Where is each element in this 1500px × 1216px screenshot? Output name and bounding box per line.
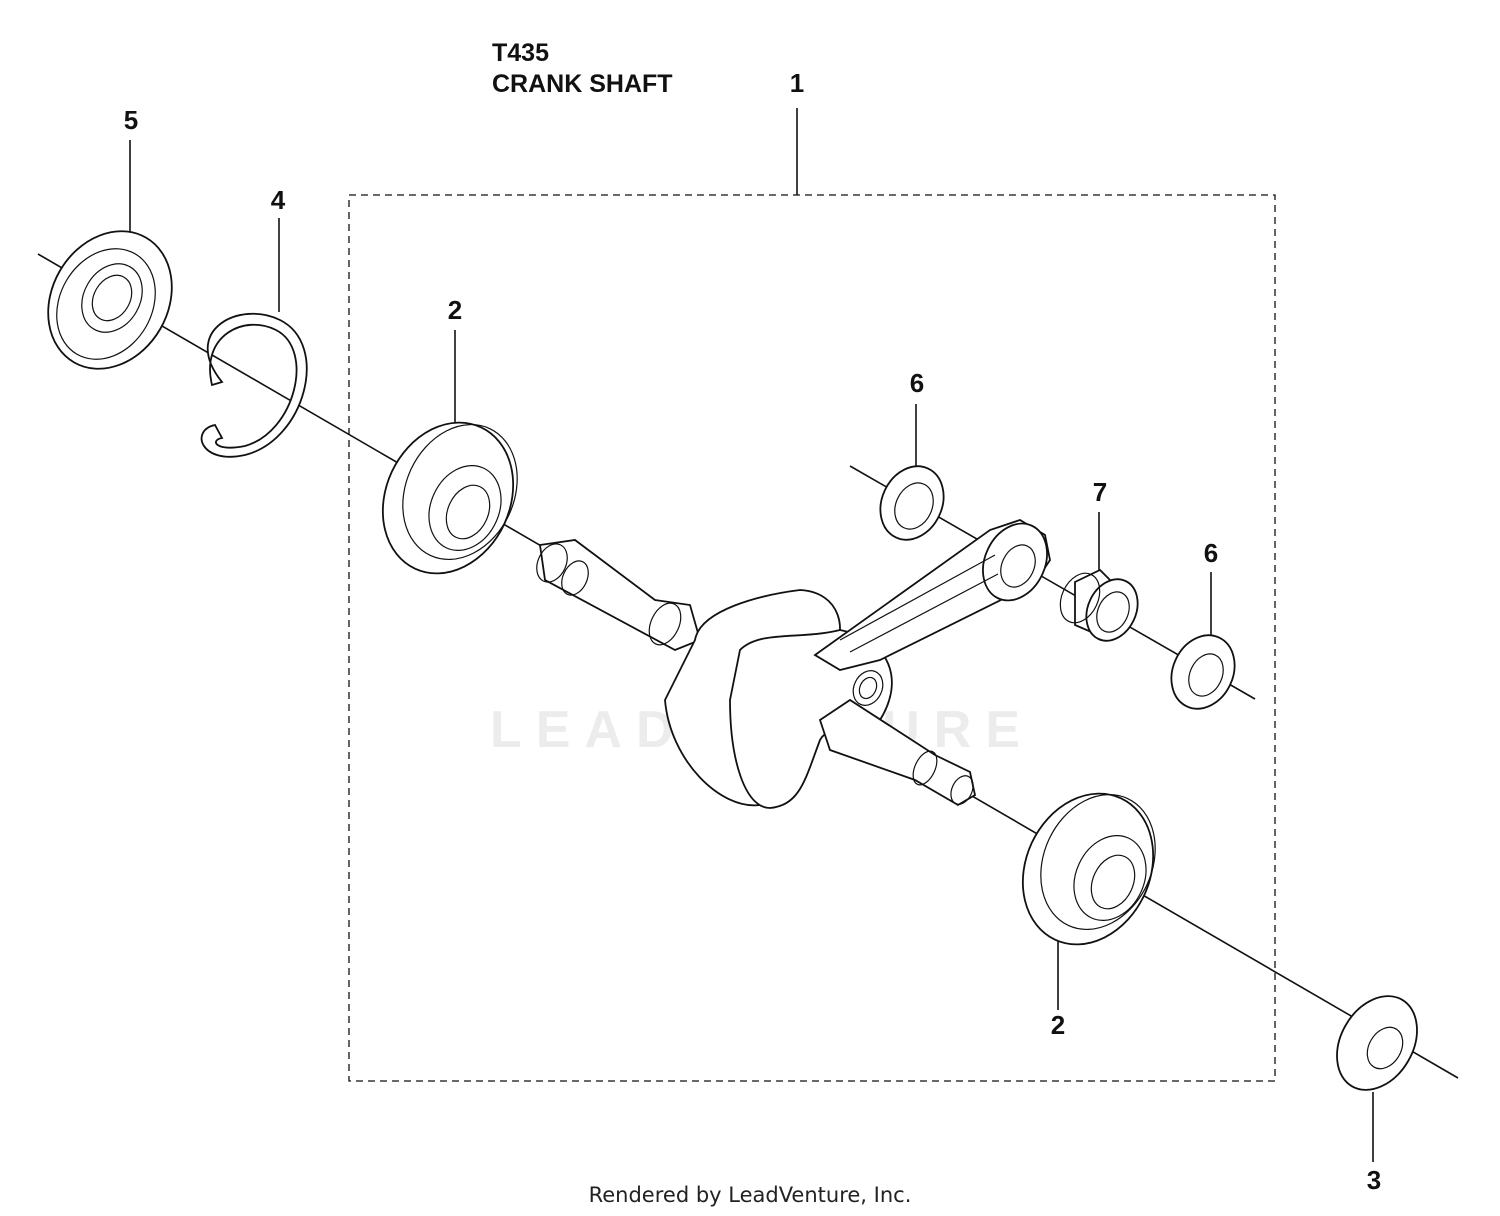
model-number: T435 [492, 39, 549, 67]
footer-credit: Rendered by LeadVenture, Inc. [588, 1183, 912, 1207]
part-2-bearing-lower[interactable] [999, 772, 1177, 966]
leader-lines [129, 108, 1374, 1162]
part-7-needle-bearing[interactable] [1053, 567, 1148, 649]
callout-6-lower[interactable]: 6 [1203, 538, 1219, 568]
section-name: CRANK SHAFT [492, 70, 673, 98]
part-6-thrust-washer-upper[interactable] [869, 456, 955, 550]
part-6-thrust-washer-lower[interactable] [1160, 625, 1246, 719]
connecting-rod[interactable] [813, 513, 1059, 671]
callout-2-lower[interactable]: 2 [1050, 1010, 1066, 1040]
callout-4[interactable]: 4 [270, 185, 286, 215]
callout-6-upper[interactable]: 6 [909, 368, 925, 398]
callout-2-upper[interactable]: 2 [447, 295, 463, 325]
callout-3[interactable]: 3 [1366, 1165, 1382, 1195]
crankshaft[interactable] [531, 539, 978, 809]
part-2-bearing-upper[interactable] [359, 401, 539, 595]
diagram-title: T435 CRANK SHAFT [492, 38, 673, 100]
callout-1[interactable]: 1 [789, 68, 805, 98]
part-4-circlip[interactable] [200, 312, 308, 458]
callout-5[interactable]: 5 [123, 105, 139, 135]
assembly-box [348, 194, 1276, 1082]
callout-7[interactable]: 7 [1092, 477, 1108, 507]
part-3-washer[interactable] [1321, 982, 1433, 1105]
part-5-oil-seal[interactable] [24, 209, 196, 392]
